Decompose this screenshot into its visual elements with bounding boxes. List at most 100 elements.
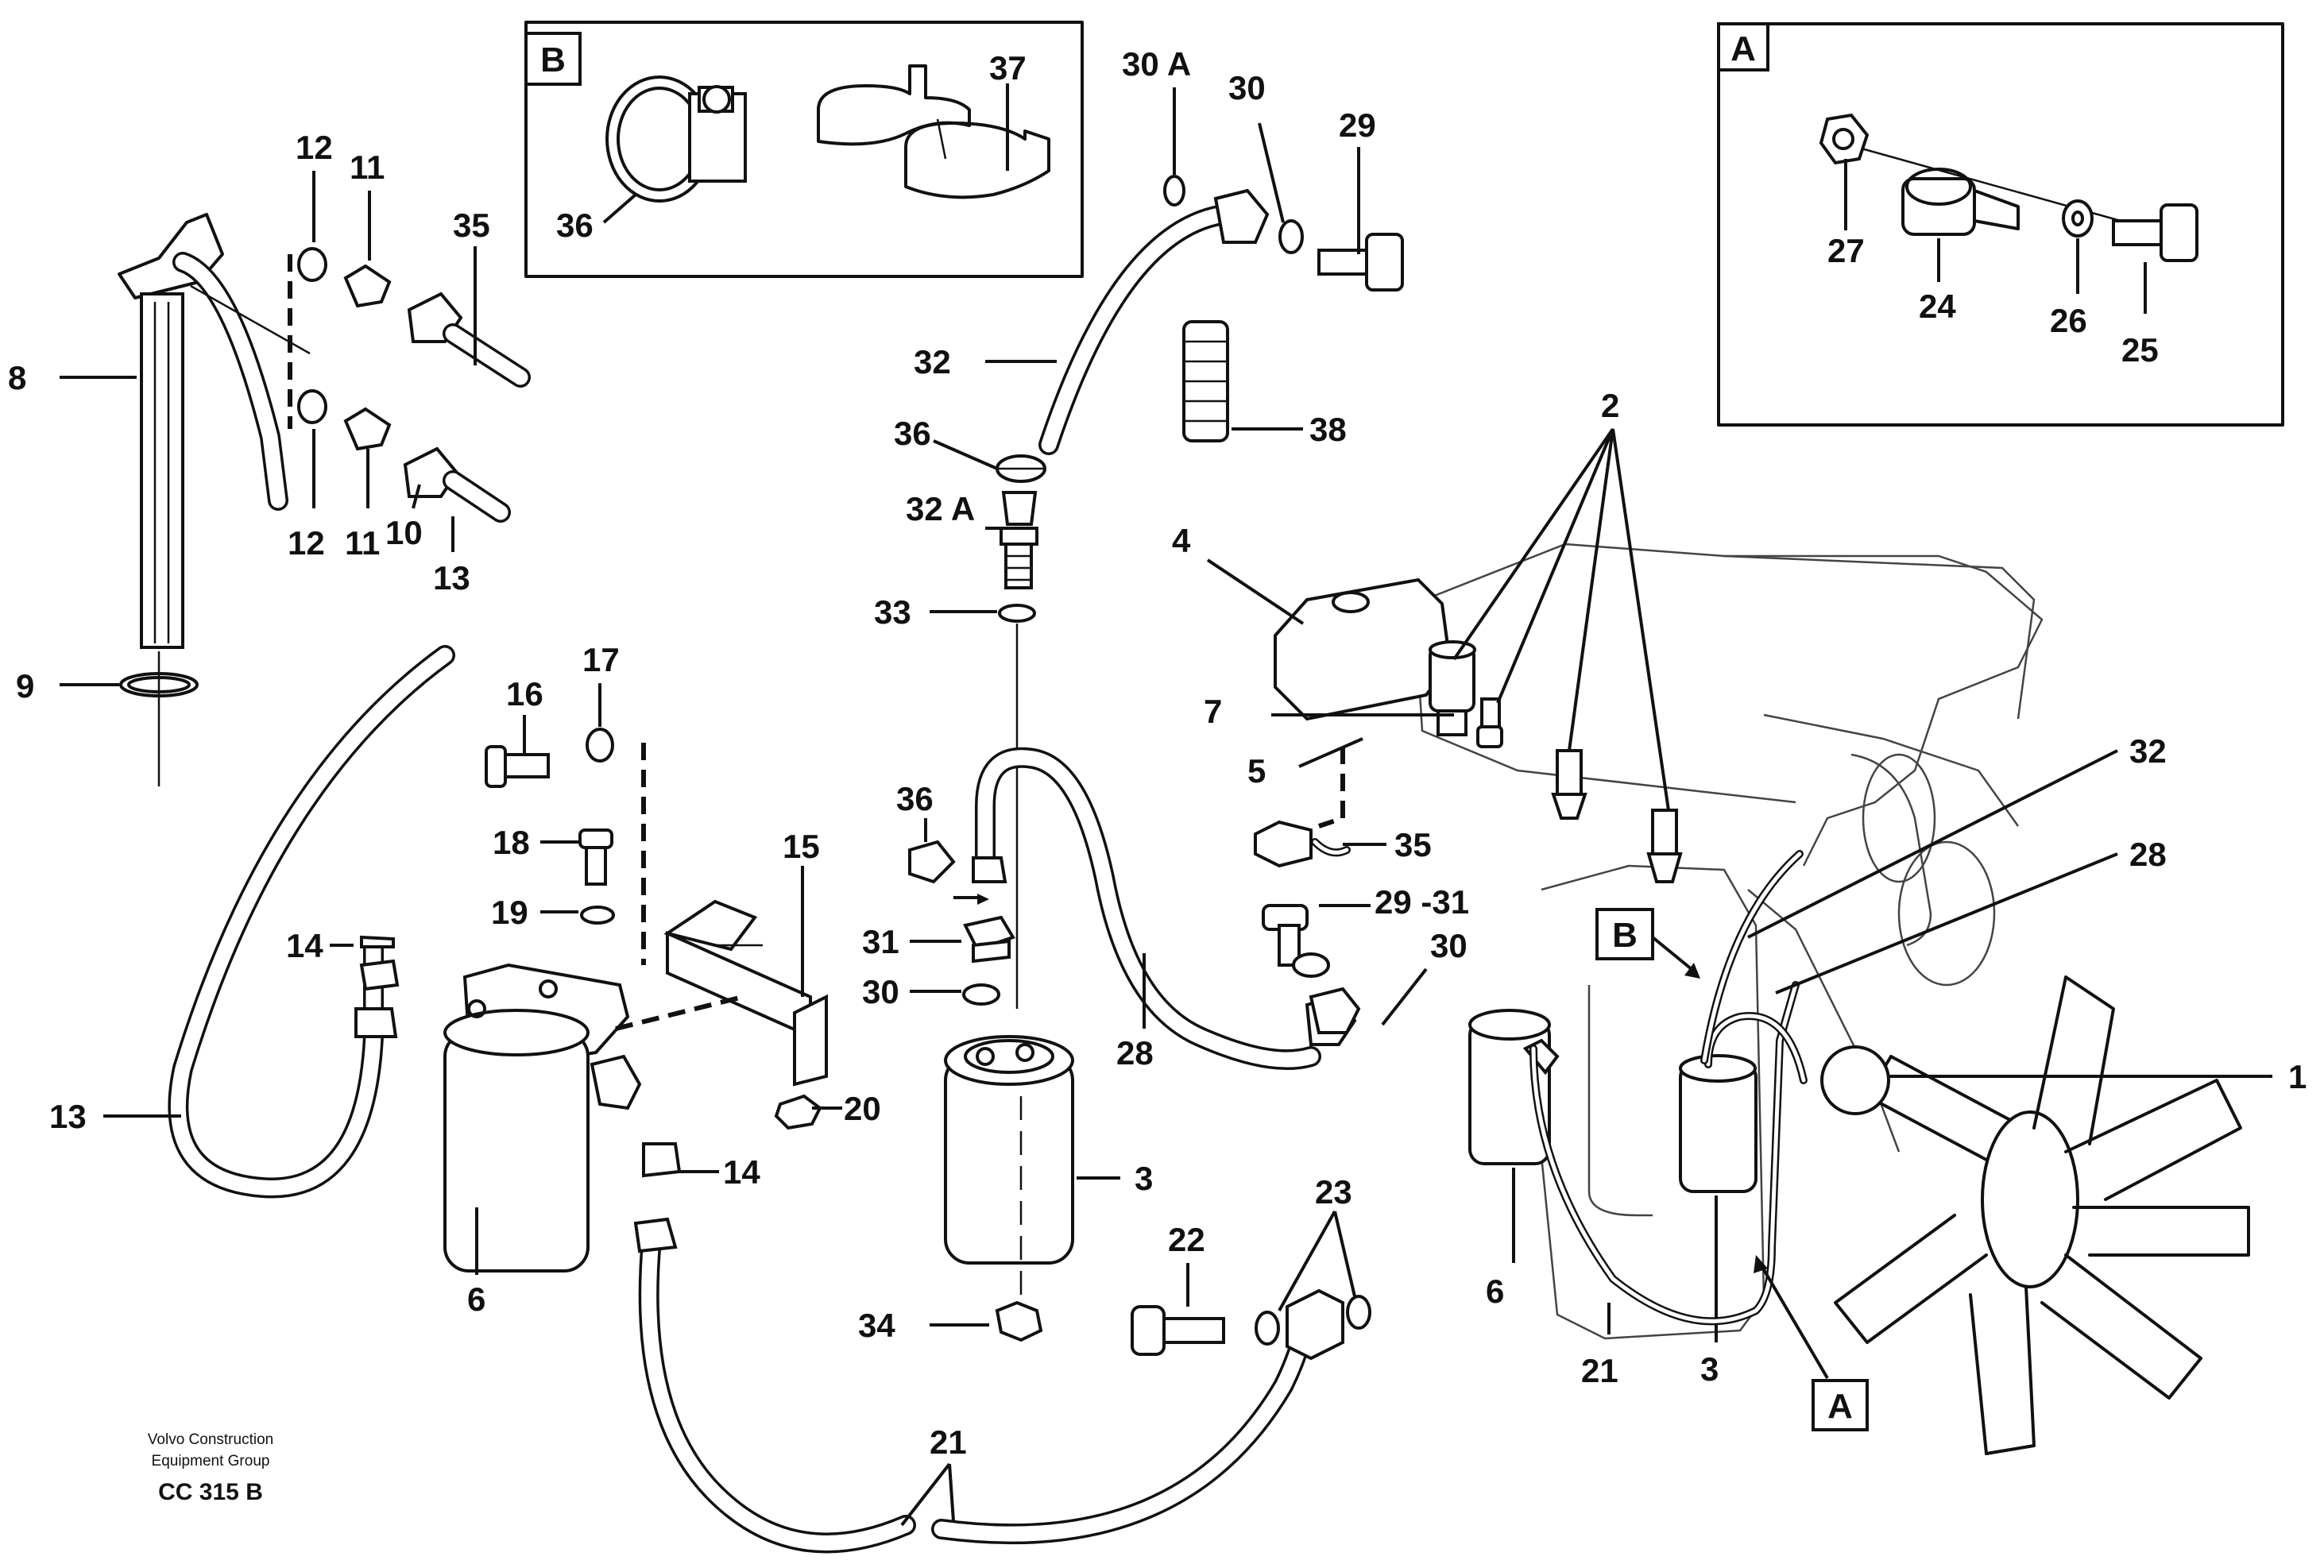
callout-12-top: 12 [296, 129, 333, 166]
callout-19: 19 [491, 894, 528, 931]
callout-26: 26 [2050, 302, 2087, 339]
clamp-36-low [908, 840, 956, 884]
main-filter-3-engine [1679, 1054, 1758, 1193]
clamp-36-mid [996, 454, 1046, 483]
expansion-tank-4 [1274, 577, 1452, 721]
bolt-18 [578, 828, 613, 886]
elbow-fitting-14 [590, 1054, 682, 1178]
callout-16: 16 [506, 675, 543, 713]
callout-31: 31 [862, 923, 899, 960]
nut-34 [995, 1300, 1043, 1342]
callout-32-left: 32 [914, 343, 951, 380]
callout-6-right: 6 [1486, 1273, 1504, 1310]
callout-35-top: 35 [453, 207, 490, 244]
callout-36-mid: 36 [894, 415, 931, 452]
washer-33 [998, 604, 1036, 623]
callout-37: 37 [989, 49, 1027, 87]
callout-18: 18 [493, 824, 530, 861]
detail-box-b-letter: B [540, 41, 566, 79]
callout-5: 5 [1247, 752, 1266, 790]
callout-29: 29 [1339, 106, 1376, 144]
callout-14-bottom: 14 [723, 1153, 760, 1191]
view-marker-a-letter: A [1827, 1387, 1853, 1426]
callout-24: 24 [1919, 288, 1956, 325]
long-hose-13 [168, 645, 455, 1199]
nut-icon [1819, 113, 1870, 165]
banjo-bolt-22 [1131, 1305, 1225, 1356]
callout-36-low: 36 [896, 780, 934, 817]
footer-line-1: Volvo Construction [148, 1431, 273, 1448]
footer-brand: Volvo Construction Equipment Group CC 31… [148, 1431, 273, 1505]
callout-7: 7 [1204, 693, 1222, 730]
callout-23: 23 [1315, 1173, 1352, 1211]
fuel-level-sender [118, 213, 311, 786]
callout-32A: 32 A [906, 490, 975, 527]
banjo-bolt-29 [1317, 233, 1404, 292]
pulley-1 [1820, 1045, 1890, 1115]
callout-1: 1 [2288, 1058, 2307, 1095]
connector-35-29-31 [1254, 747, 1361, 1034]
callout-3-right: 3 [1700, 1350, 1719, 1388]
callout-4: 4 [1172, 522, 1191, 559]
bolt-16 [485, 745, 550, 788]
callout-21-right: 21 [1581, 1352, 1618, 1389]
callout-13-left: 13 [49, 1098, 87, 1135]
callout-25: 25 [2121, 331, 2159, 369]
bolt-icon [2112, 203, 2198, 262]
clamp-bracket-icon [1901, 168, 2020, 236]
connector-31 [963, 915, 1015, 964]
callout-12-bottom: 12 [288, 524, 325, 562]
engine-wiring [1529, 850, 1808, 1326]
callout-22: 22 [1168, 1221, 1205, 1258]
callout-29-31: 29 -31 [1375, 883, 1469, 921]
hose-32 [1038, 188, 1270, 455]
detail-box-b: B 36 37 [524, 21, 1084, 278]
callout-21-bottom: 21 [930, 1423, 967, 1461]
double-clamp-icon [817, 64, 1050, 199]
detail-box-a: A 27 24 26 25 [1717, 22, 2284, 427]
view-marker-b: B [1595, 908, 1700, 979]
callout-9: 9 [16, 667, 34, 705]
callout-6-left: 6 [467, 1280, 485, 1318]
footer-line-2: Equipment Group [152, 1453, 270, 1470]
washer-30A [1163, 175, 1185, 207]
callout-17: 17 [582, 641, 620, 678]
view-marker-b-letter: B [1612, 916, 1638, 955]
callout-11-top: 11 [350, 149, 385, 186]
callout-27: 27 [1827, 232, 1865, 269]
washer-23-left [1255, 1311, 1280, 1346]
sensor-7 [1429, 640, 1503, 748]
hose-21 [633, 1217, 1317, 1554]
callout-15: 15 [783, 828, 820, 865]
washer-17 [586, 728, 614, 763]
callout-32-right: 32 [2129, 732, 2167, 770]
callout-8: 8 [8, 359, 26, 396]
washer-icon [2062, 199, 2094, 238]
washer-19 [580, 906, 615, 925]
detail-box-a-letter: A [1730, 29, 1756, 68]
callout-2: 2 [1601, 387, 1619, 424]
prefilter-6 [354, 935, 630, 1273]
nipple-32A [1000, 491, 1038, 589]
washer-23-right [1346, 1295, 1371, 1330]
drawing-code: CC 315 B [158, 1479, 263, 1505]
nut-20 [774, 1094, 822, 1130]
mounting-bracket-15 [615, 743, 828, 1087]
callout-10: 10 [385, 514, 423, 551]
callout-35-right: 35 [1394, 826, 1432, 863]
callout-36-box-b: 36 [556, 207, 594, 244]
sender-fittings [288, 247, 531, 523]
hose-sleeve-38 [1182, 320, 1229, 442]
callout-33: 33 [874, 593, 911, 631]
callout-11-bottom: 11 [345, 524, 380, 562]
washer-30-top [1278, 219, 1304, 254]
callout-30A: 30 A [1122, 45, 1191, 83]
prefilter-6-engine [1468, 1009, 1560, 1165]
banjo-fitting-23 [1286, 1288, 1344, 1361]
callout-14-top: 14 [286, 927, 323, 964]
washer-30-mid [962, 983, 1000, 1006]
callout-38: 38 [1309, 411, 1347, 448]
callout-28-mid: 28 [1116, 1034, 1154, 1072]
hose-clamp-icon [605, 75, 747, 203]
